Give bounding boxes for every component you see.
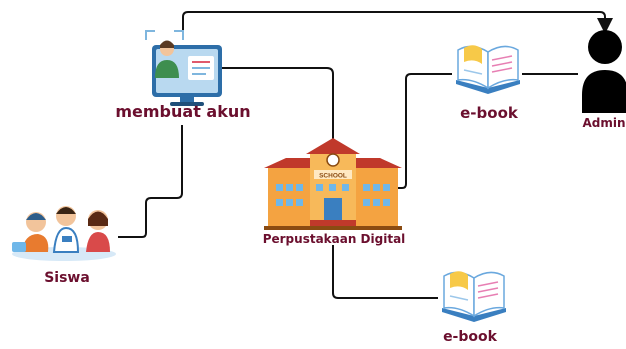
connector-akun-perpustakaan [222,67,334,150]
connector-siswa-akun [118,125,183,238]
school-sign-text: SCHOOL [319,173,347,180]
computer-user-icon [145,30,222,106]
open-book-icon [442,271,506,322]
membuat-akun-label: membuat akun [115,102,251,121]
connector-perpustakaan-ebook-bottom [332,245,438,299]
open-book-icon [456,45,520,94]
perpustakaan-digital-label: Perpustakaan Digital [262,232,406,246]
user-silhouette-icon [582,30,626,113]
admin-label: Admin [582,116,626,130]
ebook-top-label: e-book [460,104,518,122]
connector-perpustakaan-ebook-top [398,73,452,189]
connector-akun-admin [182,11,613,35]
children-group-icon [12,206,116,261]
siswa-label: Siswa [44,270,90,286]
ebook-bottom-label: e-book [443,329,497,345]
school-building-icon: SCHOOL [264,138,402,230]
